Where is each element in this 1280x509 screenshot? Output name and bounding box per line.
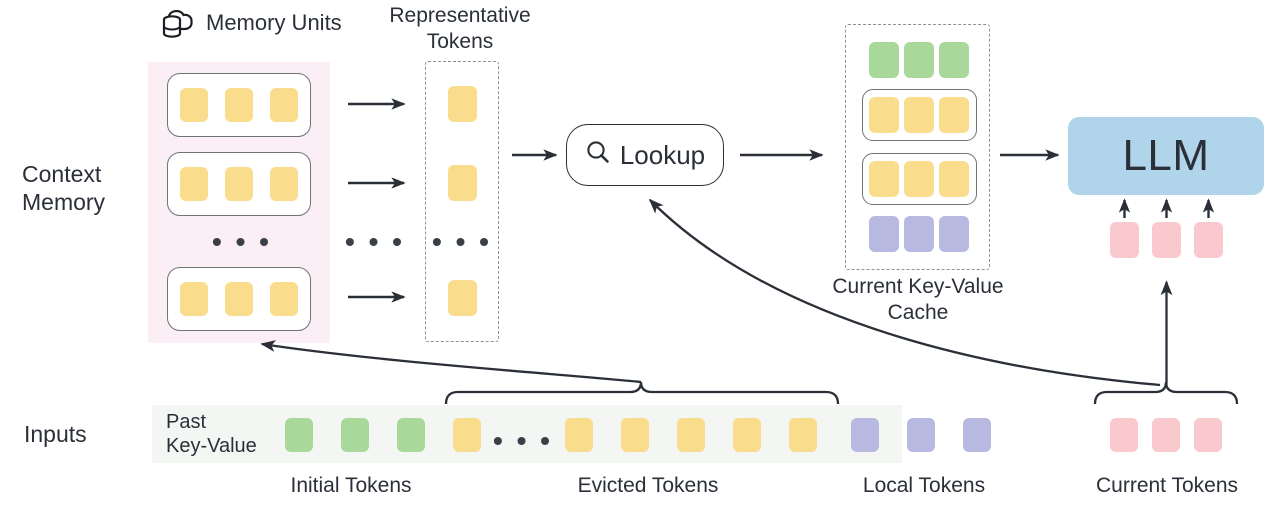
cloud-database-icon [157, 4, 201, 48]
kv-cache-row-1-token-2 [904, 42, 934, 78]
group-label-initial-tokens: Initial Tokens [290, 474, 412, 497]
kv-cache-row-2-token-1 [869, 97, 899, 133]
llm-input-token-1 [1110, 222, 1139, 258]
representative-token-2 [448, 165, 477, 201]
memory-unit-3-token-1 [180, 282, 208, 316]
input-token-initial-2 [341, 418, 369, 452]
representative-token-3 [448, 280, 477, 316]
input-token-evicted-1 [453, 418, 481, 452]
input-token-evicted-6 [789, 418, 817, 452]
memory-unit-3-token-2 [225, 282, 253, 316]
kv-cache-row-1-token-1 [869, 42, 899, 78]
representative-tokens-ellipsis: • • • [432, 226, 492, 257]
llm-input-token-3 [1194, 222, 1223, 258]
kv-cache-row-2-token-3 [939, 97, 969, 133]
representative-tokens-box [425, 61, 499, 342]
input-token-initial-3 [397, 418, 425, 452]
input-token-current-1 [1110, 418, 1138, 452]
input-token-local-3 [963, 418, 991, 452]
input-token-evicted-4 [677, 418, 705, 452]
input-token-evicted-2 [565, 418, 593, 452]
llm-label: LLM [1122, 131, 1210, 180]
memory-unit-2-token-1 [180, 167, 208, 201]
memory-unit-1-token-2 [225, 88, 253, 122]
brace-evicted-tokens [444, 381, 840, 405]
memory-unit-1-token-3 [270, 88, 298, 122]
input-token-evicted-3 [621, 418, 649, 452]
input-token-current-2 [1152, 418, 1180, 452]
memory-unit-1-token-1 [180, 88, 208, 122]
input-token-initial-1 [285, 418, 313, 452]
kv-cache-row-2-token-2 [904, 97, 934, 133]
memory-unit-3-token-3 [270, 282, 298, 316]
arrow-column-ellipsis: • • • [345, 226, 405, 257]
representative-token-1 [448, 86, 477, 122]
memory-unit-2-token-3 [270, 167, 298, 201]
llm-input-token-2 [1152, 222, 1181, 258]
input-token-evicted-5 [733, 418, 761, 452]
memory-units-label: Memory Units [206, 10, 342, 35]
kv-cache-row-4-token-3 [939, 216, 969, 252]
input-token-local-2 [907, 418, 935, 452]
kv-cache-row-3-token-1 [869, 161, 899, 197]
memory-unit-2-token-2 [225, 167, 253, 201]
inputs-panel [152, 405, 902, 463]
input-token-current-3 [1194, 418, 1222, 452]
input-token-local-1 [851, 418, 879, 452]
memory-units-ellipsis: • • • [212, 226, 272, 257]
inputs-ellipsis: • • • [493, 425, 553, 456]
group-label-evicted-tokens: Evicted Tokens [577, 474, 719, 497]
arrow-evicted-to-context-memory [260, 340, 642, 384]
kv-cache-row-1-token-3 [939, 42, 969, 78]
llm-box[interactable]: LLM [1068, 117, 1264, 195]
group-label-current-tokens: Current Tokens [1095, 474, 1239, 497]
row-label-inputs: Inputs [24, 421, 87, 447]
magnifier-icon [585, 139, 611, 172]
kv-cache-row-3-token-2 [904, 161, 934, 197]
lookup-label: Lookup [619, 139, 706, 170]
brace-current-tokens [1093, 381, 1239, 405]
kv-cache-row-4-token-2 [904, 216, 934, 252]
kv-cache-row-3-token-3 [939, 161, 969, 197]
group-label-local-tokens: Local Tokens [862, 474, 986, 497]
kv-cache-row-4-token-1 [869, 216, 899, 252]
lookup-button[interactable]: Lookup [566, 124, 724, 186]
